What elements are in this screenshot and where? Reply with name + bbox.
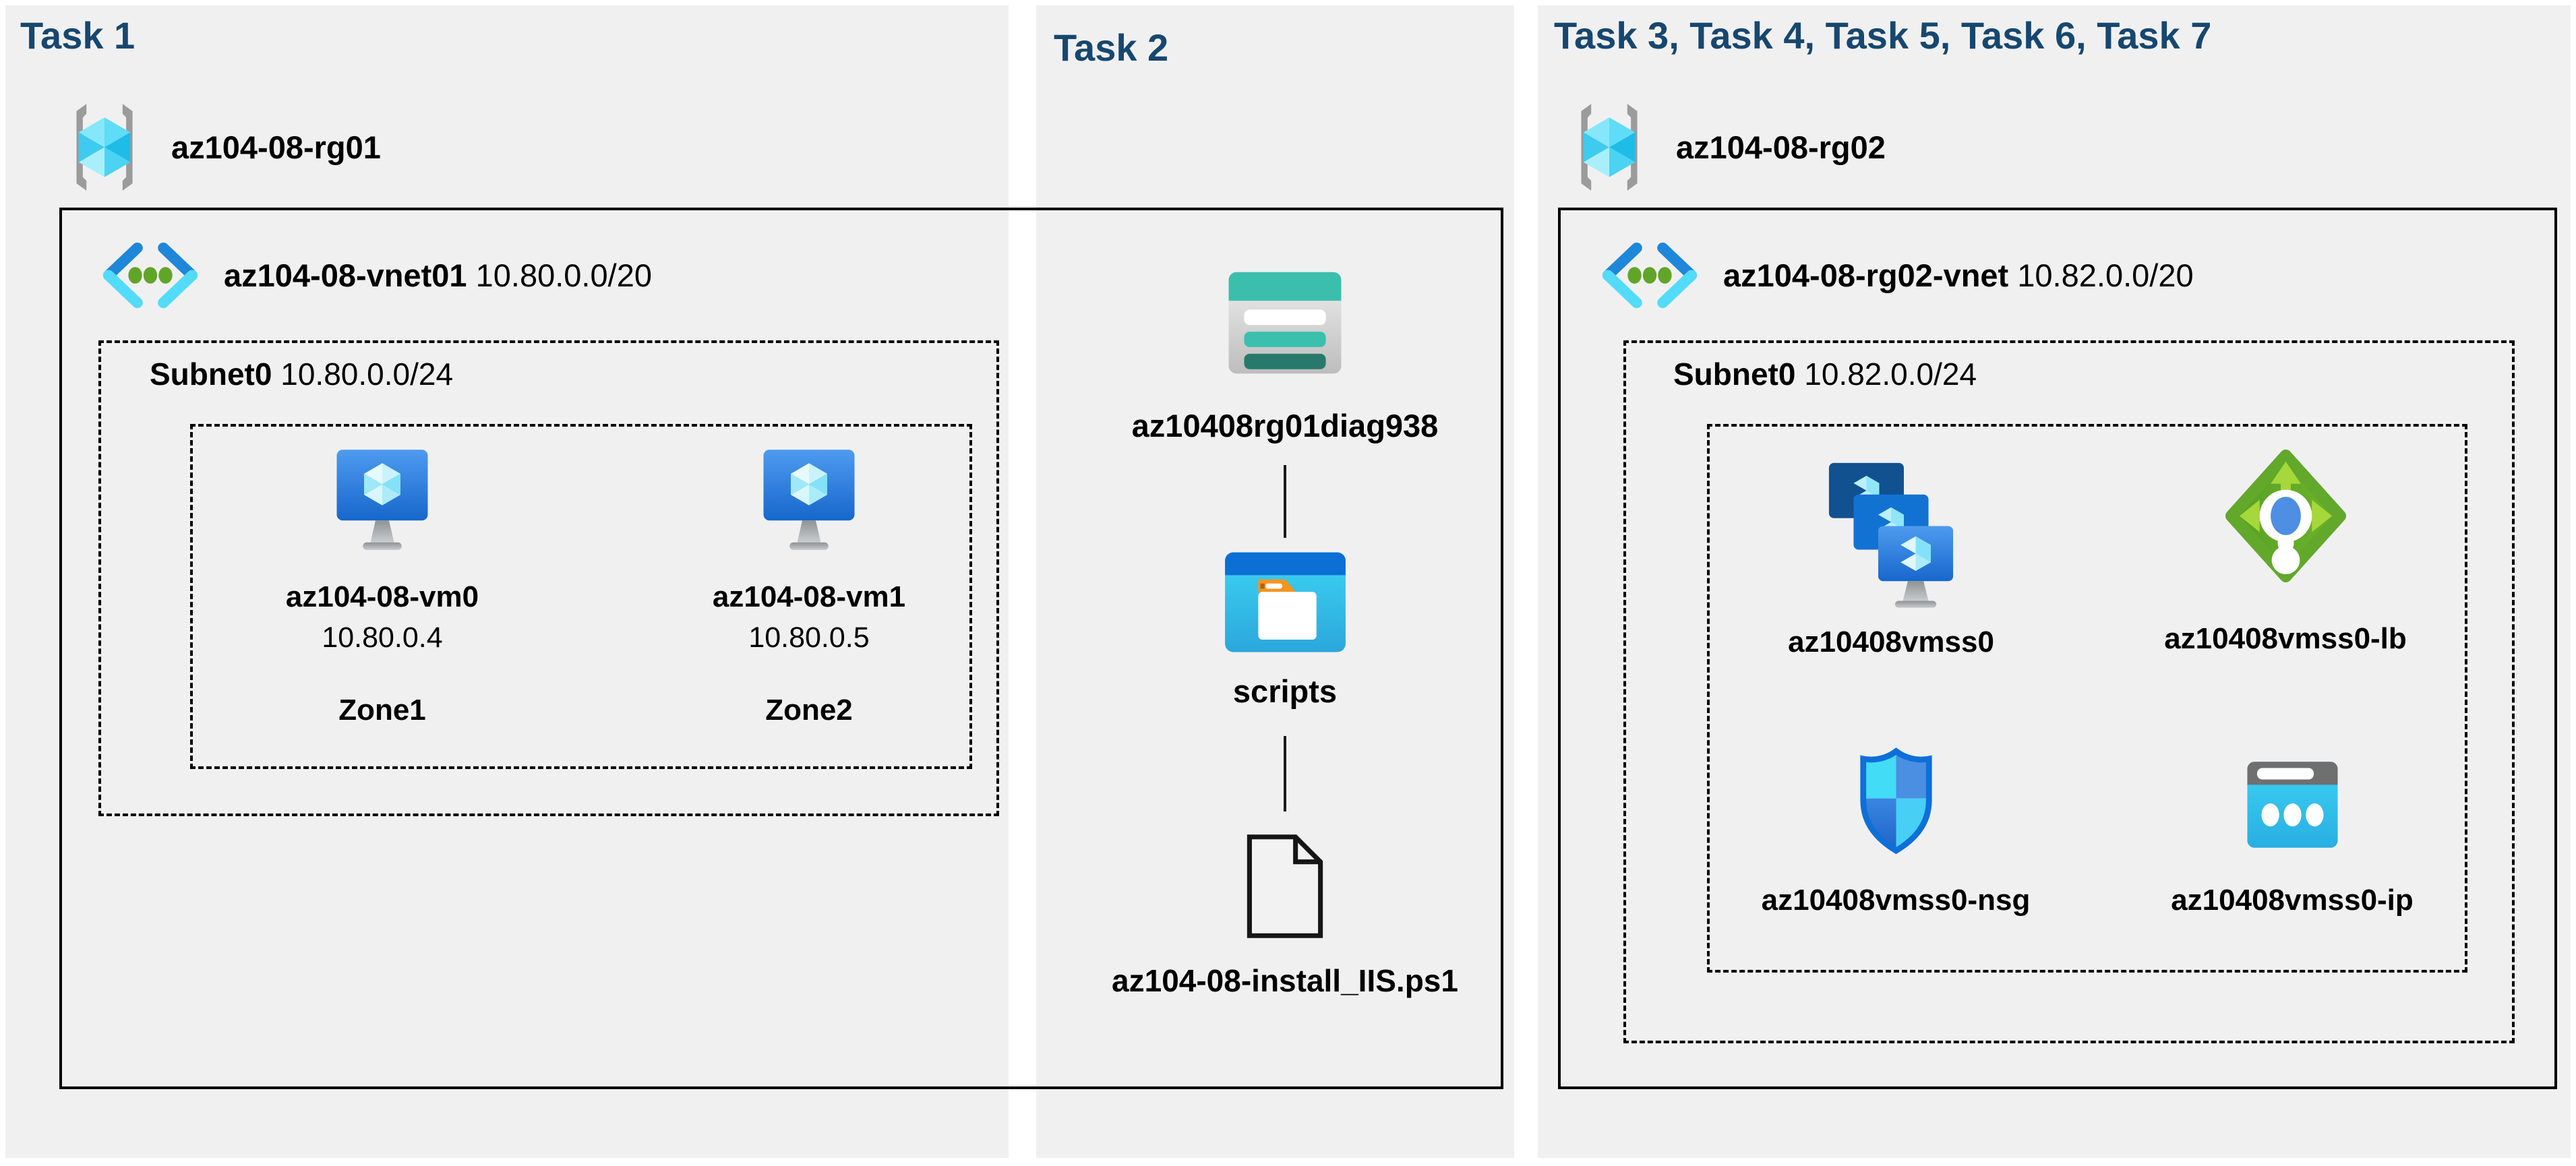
task3-heading: Task 3, Task 4, Task 5, Task 6, Task 7 — [1554, 14, 2212, 57]
vm1-ip: 10.80.0.5 — [748, 621, 870, 654]
subnet0-cidr: 10.80.0.0/24 — [280, 357, 454, 392]
vnet-icon — [102, 242, 198, 309]
storage-account-name: az10408rg01diag938 — [1131, 408, 1439, 443]
nsg-name: az10408vmss0-nsg — [1761, 884, 2031, 917]
script-file-item: az104-08-install_IIS.ps1 — [1083, 831, 1487, 999]
scripts-folder-item: scripts — [1123, 550, 1447, 710]
vm0-ip: 10.80.0.4 — [322, 621, 443, 654]
vm1-name: az104-08-vm1 — [712, 580, 906, 613]
vmss-icon — [1828, 462, 1954, 608]
availability-zones-box — [190, 424, 972, 769]
public-ip-name: az10408vmss0-ip — [2171, 884, 2414, 917]
public-ip-item: az10408vmss0-ip — [2117, 758, 2467, 918]
scripts-folder-name: scripts — [1232, 673, 1338, 709]
public-ip-icon — [2246, 762, 2338, 848]
rg02-vnet-name: az104-08-rg02-vnet — [1723, 257, 2009, 293]
subnet0-box-rg01 — [98, 340, 999, 816]
vm-icon — [336, 450, 428, 550]
vm-icon — [763, 450, 855, 550]
vnet01-label: az104-08-vnet01 10.80.0.0/20 — [224, 257, 652, 294]
rg02-name: az104-08-rg02 — [1676, 129, 1886, 165]
load-balancer-name: az10408vmss0-lb — [2164, 622, 2407, 655]
rg01-boundary-box — [59, 208, 1503, 1089]
vmss-resources-box — [1707, 424, 2467, 973]
task1-heading: Task 1 — [20, 14, 136, 57]
subnet0-name: Subnet0 — [150, 357, 272, 392]
nsg-shield-icon — [1859, 747, 1932, 855]
load-balancer-item: az10408vmss0-lb — [2110, 443, 2461, 656]
subnet0-label-rg01: Subnet0 10.80.0.0/24 — [150, 356, 453, 392]
connector-storage-scripts — [1284, 465, 1286, 538]
rg01-name: az104-08-rg01 — [171, 129, 381, 165]
panel-task1 — [5, 5, 1009, 1158]
resource-group-icon — [1581, 104, 1638, 191]
subnet0-cidr: 10.82.0.0/24 — [1804, 357, 1977, 392]
vmss-item: az10408vmss0 — [1716, 455, 2066, 660]
rg02-row: az104-08-rg02 — [1564, 99, 1886, 195]
vm1-zone: Zone2 — [765, 693, 853, 727]
script-file-name: az104-08-install_IIS.ps1 — [1112, 963, 1458, 998]
storage-account-icon — [1228, 272, 1342, 374]
rg02-vnet-row: az104-08-rg02-vnet 10.82.0.0/20 — [1599, 239, 2194, 311]
folder-icon — [1224, 552, 1346, 652]
vm1-item: az104-08-vm1 10.80.0.5 Zone2 — [647, 446, 971, 727]
subnet0-name: Subnet0 — [1673, 357, 1796, 392]
vnet01-name: az104-08-vnet01 — [224, 257, 467, 293]
rg02-boundary-box — [1558, 208, 2557, 1089]
load-balancer-icon — [2225, 450, 2346, 582]
subnet0-label-rg02: Subnet0 10.82.0.0/24 — [1673, 356, 1977, 392]
vm0-zone: Zone1 — [338, 693, 426, 727]
nsg-item: az10408vmss0-nsg — [1720, 743, 2071, 918]
vnet-icon — [1602, 242, 1698, 309]
subnet0-box-rg02 — [1623, 340, 2515, 1043]
storage-account-item: az10408rg01diag938 — [1083, 266, 1487, 444]
connector-scripts-file — [1284, 736, 1286, 811]
vnet01-cidr: 10.80.0.0/20 — [475, 257, 652, 293]
vmss-name: az10408vmss0 — [1788, 625, 1994, 658]
vm0-item: az104-08-vm0 10.80.0.4 Zone1 — [220, 446, 544, 727]
panel-task3 — [1538, 5, 2571, 1158]
rg02-vnet-label: az104-08-rg02-vnet 10.82.0.0/20 — [1723, 257, 2194, 294]
rg02-vnet-cidr: 10.82.0.0/20 — [2017, 257, 2194, 293]
rg01-row: az104-08-rg01 — [59, 99, 381, 195]
task2-heading: Task 2 — [1054, 26, 1169, 69]
resource-group-icon — [76, 104, 133, 191]
vm0-name: az104-08-vm0 — [285, 580, 479, 613]
document-icon — [1247, 834, 1323, 938]
vnet01-row: az104-08-vnet01 10.80.0.0/20 — [100, 239, 652, 311]
